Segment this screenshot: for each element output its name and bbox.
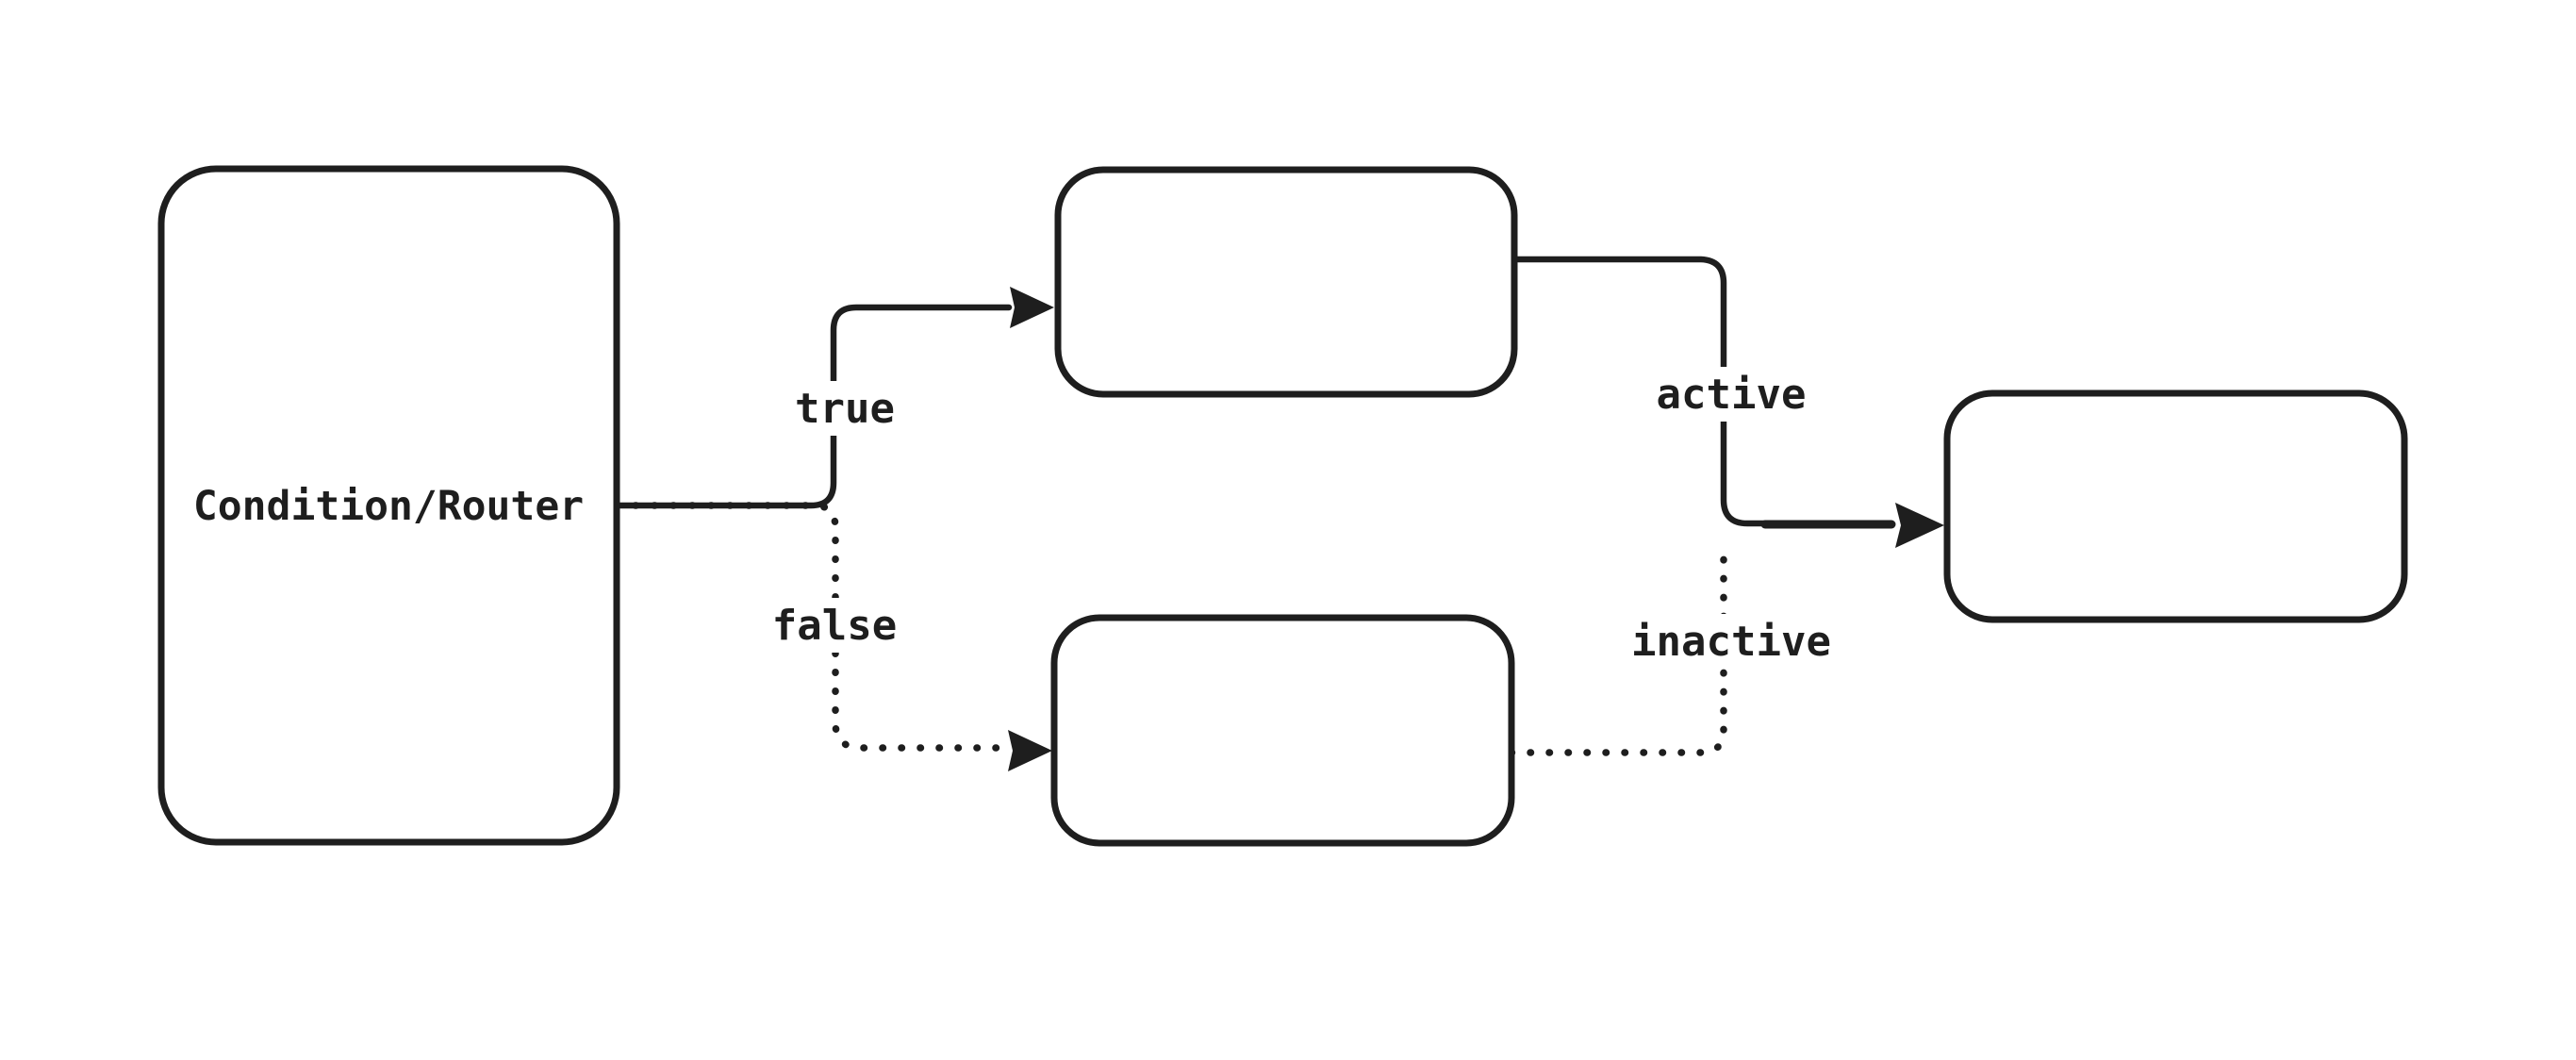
node-false-target[interactable] <box>1050 614 1515 847</box>
edge-active-label[interactable]: active <box>1657 371 1807 419</box>
node-merge-target[interactable] <box>1943 389 2408 623</box>
edge-active-label-bg <box>1646 367 1816 422</box>
edge-false-label-bg <box>760 598 909 653</box>
edge-inactive-label[interactable]: inactive <box>1631 618 1831 666</box>
edge-true-label-bg <box>786 381 903 436</box>
edge-inactive-path[interactable] <box>1508 541 1727 756</box>
node-condition-router[interactable] <box>157 165 620 846</box>
edge-false-arrowhead <box>1008 730 1052 771</box>
edge-inactive-label-bg <box>1620 614 1842 669</box>
edge-false-label[interactable]: false <box>772 602 897 650</box>
edge-true-arrowhead <box>1010 287 1054 328</box>
node-condition-router-label: Condition/Router <box>193 483 584 530</box>
edge-true-label[interactable]: true <box>795 385 895 433</box>
edge-merge-arrowhead <box>1895 503 1944 548</box>
edge-false-path[interactable] <box>613 502 1009 752</box>
node-true-target[interactable] <box>1054 166 1518 398</box>
